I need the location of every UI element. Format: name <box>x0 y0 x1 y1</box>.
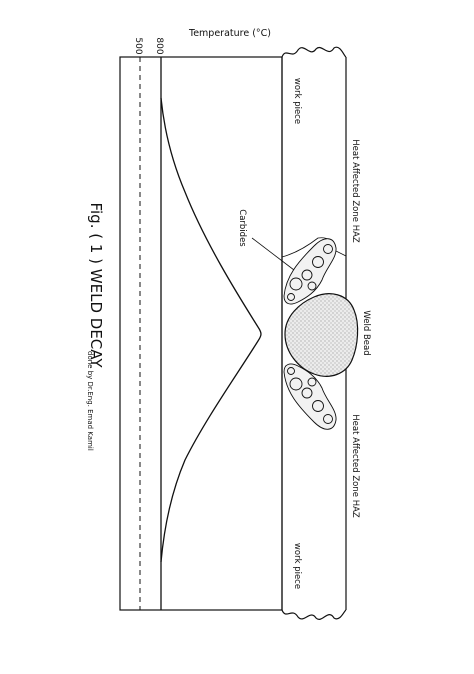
axis-label-temperature: Temperature (°C) <box>188 28 271 39</box>
figure-credit: done by Dr.Eng. Emad Kamil <box>86 351 94 451</box>
carbide-grain <box>323 244 333 254</box>
carbide-grain <box>312 256 324 268</box>
carbide-grain <box>307 377 317 387</box>
haz-carbides-bottom <box>283 363 337 430</box>
carbides-pointer <box>251 237 295 271</box>
label-work-piece-top: work piece <box>292 78 302 124</box>
figure-caption: Fig. ( 1 ) WELD DECAY <box>87 202 105 368</box>
graph-frame <box>119 56 283 611</box>
carbide-grain <box>289 377 303 391</box>
carbide-grain <box>307 281 317 291</box>
carbide-grain <box>287 367 295 375</box>
carbide-grain <box>323 414 333 424</box>
weld-bead <box>284 293 359 377</box>
temperature-curve <box>160 97 262 563</box>
carbide-grain <box>312 400 324 412</box>
tick-label-800: 800 <box>154 37 164 54</box>
label-haz-top: Heat Affected Zone HAZ <box>350 139 360 243</box>
carbide-grain <box>289 277 303 291</box>
carbide-grain <box>301 387 313 399</box>
work-piece-break-top <box>281 46 347 58</box>
work-piece-break-bottom <box>281 609 347 620</box>
temperature-graph <box>119 56 283 611</box>
label-haz-bottom: Heat Affected Zone HAZ <box>350 414 360 518</box>
label-carbides: Carbides <box>237 209 247 247</box>
carbide-grain <box>301 269 313 281</box>
label-work-piece-bottom: work piece <box>292 543 302 589</box>
carbide-grain <box>287 293 295 301</box>
tick-label-500: 500 <box>133 37 143 54</box>
label-weld-bead: Weld Bead <box>361 310 371 355</box>
haz-carbides-top <box>283 238 337 305</box>
